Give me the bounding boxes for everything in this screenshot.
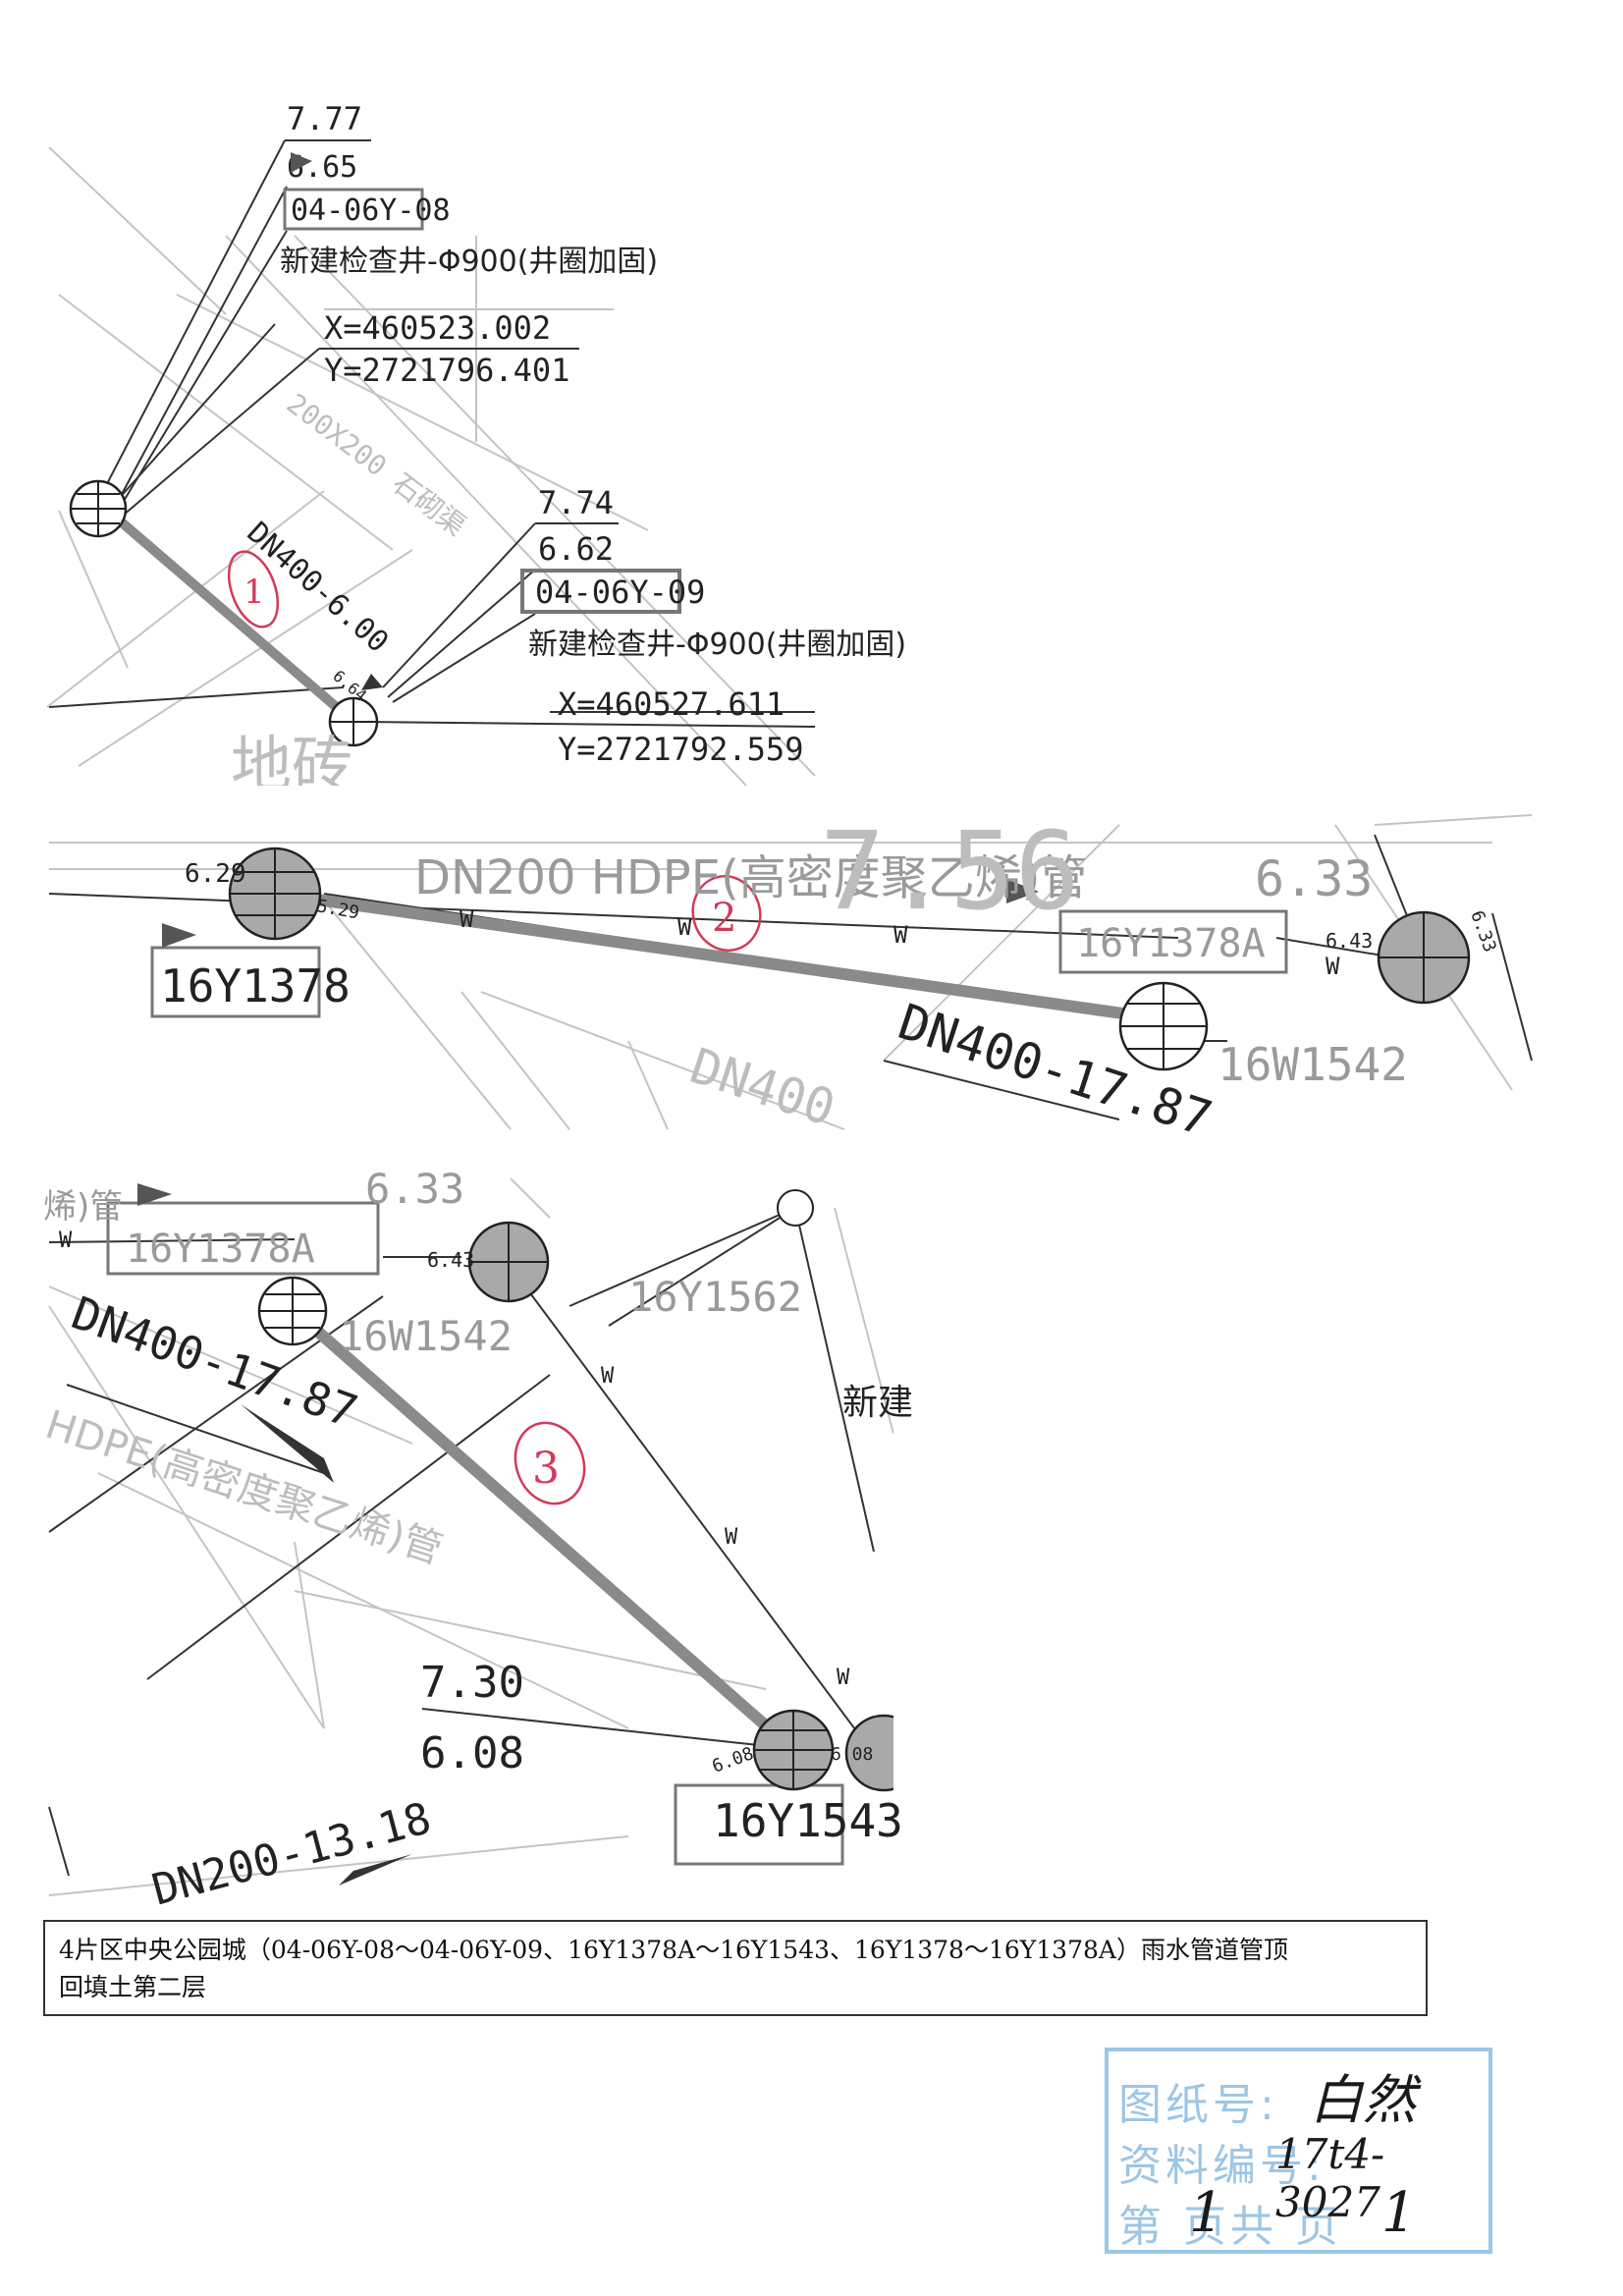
mh09-id-box <box>520 569 681 614</box>
stamp-row-record-no: 资料编号: <box>1118 2141 1325 2191</box>
flag-icon-3 <box>1006 879 1039 903</box>
caption-line-1: 4片区中央公园城（04-06Y-08～04-06Y-09、16Y1378A～16… <box>59 1936 1288 1964</box>
w-mark-1: W <box>460 905 474 933</box>
leader-lines <box>48 139 816 728</box>
top-elev-3: 6.33 <box>365 1165 464 1213</box>
panel-3-crop <box>893 1159 1623 1915</box>
mh09-note: 新建检查井-Φ900(井圈加固) <box>528 628 906 662</box>
manhole-16W1542 <box>1118 981 1209 1071</box>
elev-top-1543: 7.30 <box>420 1658 524 1708</box>
mh09-top-elev: 7.74 <box>538 484 614 521</box>
background-lines <box>46 146 816 786</box>
pipe-2-arrow <box>274 888 1179 1027</box>
stamp-signature-2: 17t4-3027 <box>1275 2130 1385 2226</box>
annotation-circle-2 <box>691 875 762 952</box>
id-16Y1378-box <box>150 946 321 1018</box>
top-prefix-text: 烯)管 <box>43 1187 123 1227</box>
hdpe-label-3: HDPE(高密度聚乙烯)管 <box>40 1402 448 1573</box>
id-16Y1378A-box <box>1058 909 1288 974</box>
id-16Y1378A-3: 16Y1378A <box>126 1227 315 1272</box>
background-lines-2 <box>49 814 1533 1130</box>
w-manhole-label: 16W1542 <box>1217 1038 1408 1091</box>
annotation-number-2: 2 <box>712 896 736 941</box>
manhole-16W1542-2 <box>257 1276 328 1346</box>
w-mark-3c: W <box>837 1666 850 1690</box>
w-mark-3: W <box>893 921 908 949</box>
faint-elevation-text: 7.56 <box>820 808 1080 934</box>
pipe-3-arrow <box>291 1306 789 1748</box>
w-mark-2: W <box>677 913 692 941</box>
annotation-number-1: 1 <box>243 573 265 612</box>
manhole-16Y1378A-2 <box>467 1221 550 1303</box>
flow-arrowhead-4 <box>339 1854 412 1886</box>
panel-1-drawing: 1 7.77 6.65 04-06Y-08 新建检查井-Φ900(井圈加固) X… <box>46 100 906 786</box>
stamp-row-drawing-no: 图纸号: <box>1118 2080 1278 2130</box>
pipe-1-arrow <box>104 507 357 726</box>
manhole-04-06Y-08 <box>69 479 128 538</box>
w-mark-3b: W <box>725 1525 738 1550</box>
w-mark-3a: W <box>601 1364 615 1389</box>
id-16Y1378A: 16Y1378A <box>1076 921 1266 966</box>
caption-line-2: 回填土第二层 <box>59 1973 207 2001</box>
flag-icon <box>291 152 312 173</box>
floor-tile-text: 地砖 <box>231 729 352 786</box>
hdpe-pipe-label: DN200 HDPE(高密度聚乙烯)管 <box>414 850 1088 905</box>
manhole-16Y1562 <box>777 1189 814 1227</box>
mh08-id: 04-06Y-08 <box>291 193 451 228</box>
pipe-4-label: DN200-13.18 <box>147 1793 437 1915</box>
background-lines-3 <box>48 1177 894 1896</box>
id-16Y1543-box <box>674 1783 844 1866</box>
stamp-page-number: 1 <box>1189 2181 1224 2245</box>
stamp-row-page: 第 页共 页 <box>1118 2202 1342 2252</box>
annotation-circle-3 <box>514 1421 586 1505</box>
annotation-circle-1 <box>227 550 280 629</box>
id-16Y1378A-box-2 <box>106 1201 380 1276</box>
mh08-note: 新建检查井-Φ900(井圈加固) <box>280 245 658 279</box>
mh09-y-coord: Y=2721792.559 <box>558 731 803 768</box>
caption-box: 4片区中央公园城（04-06Y-08～04-06Y-09、16Y1378A～16… <box>43 1920 1428 2016</box>
panel-2-drawing: 2 6.29 5.29 16Y1378 DN200 HDPE(高密度聚乙烯)管 … <box>48 808 1533 1139</box>
left-elev: 6.29 <box>185 859 246 889</box>
mh09-id: 04-06Y-09 <box>535 574 705 611</box>
right-elev: 6.33 <box>1255 850 1373 907</box>
mh08-y-coord: Y=2721796.401 <box>324 352 569 389</box>
manhole-16Y1562-label: 16Y1562 <box>628 1273 802 1321</box>
manhole-16Y1543 <box>752 1709 835 1791</box>
mh08-id-box <box>283 188 424 231</box>
elev-bottom-1543: 6.08 <box>420 1728 524 1778</box>
stamp-page-total: 1 <box>1381 2181 1417 2245</box>
mh08-top-elev: 7.77 <box>287 100 362 137</box>
small-elev-608-b: 6.08 <box>831 1744 873 1765</box>
panel-3-drawing: 3 烯)管 W 6.33 16Y1378A 6.43 16W1542 16Y15… <box>39 1139 1623 1915</box>
stamp-signature-1: 白然 <box>1310 2069 1416 2131</box>
panel-3-crop-top <box>1276 1139 1623 1159</box>
manhole-16Y1378 <box>228 847 322 941</box>
flag-icon-4 <box>137 1183 172 1206</box>
mh09-x-coord: X=460527.611 <box>558 685 784 723</box>
small-elev-608-a: 6.08 <box>710 1743 757 1777</box>
flow-arrowhead-3 <box>241 1404 334 1483</box>
manhole-16Y1378A <box>1377 910 1471 1005</box>
inspection-stamp: 图纸号: 资料编号: 第 页共 页 白然 17t4-3027 1 1 <box>1105 2048 1492 2254</box>
right-small-elev: 6.43 <box>1325 929 1373 953</box>
id-16Y1543: 16Y1543 <box>713 1794 903 1847</box>
mh08-x-coord: X=460523.002 <box>324 309 551 347</box>
w-manhole-label-3: 16W1542 <box>339 1312 513 1360</box>
annotation-number-3: 3 <box>532 1444 560 1494</box>
w-mark-4: W <box>1325 953 1340 980</box>
flow-arrowhead <box>361 674 383 690</box>
top-small-elev-3: 6.43 <box>427 1248 474 1272</box>
id-16Y1378: 16Y1378 <box>160 959 351 1012</box>
new-build-text: 新建 <box>842 1383 913 1423</box>
left-w-mark: W <box>59 1229 73 1253</box>
mh09-bottom-elev: 6.62 <box>538 530 614 568</box>
flag-icon-2 <box>162 923 196 948</box>
manhole-04-06Y-09 <box>328 696 379 747</box>
